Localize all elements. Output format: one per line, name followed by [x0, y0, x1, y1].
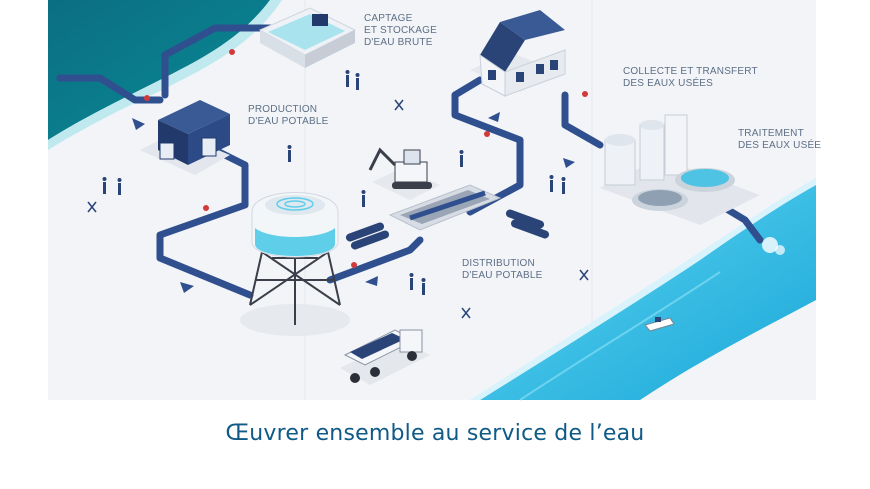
- work-barriers: [87, 99, 589, 319]
- river: [470, 178, 816, 401]
- water-tower: [240, 192, 350, 336]
- tanker-truck: [340, 329, 430, 385]
- distribution-trench: [388, 184, 502, 231]
- house: [470, 10, 566, 97]
- label-traitement: TRAITEMENT DES EAUX USÉE: [738, 128, 822, 151]
- pipe-network: [56, 24, 764, 299]
- excavator: [368, 147, 440, 200]
- flow-arrows: [132, 112, 575, 293]
- sea: [48, 0, 282, 150]
- label-collecte: COLLECTE ET TRANSFERT DES EAUX USÉES: [623, 66, 758, 89]
- label-production: PRODUCTION D'EAU POTABLE: [248, 104, 329, 127]
- boat: [644, 317, 675, 332]
- pipe-stacks: [345, 209, 550, 250]
- raw-water-storage: [258, 7, 357, 68]
- people: [102, 70, 566, 295]
- label-distribution: DISTRIBUTION D'EAU POTABLE: [462, 258, 543, 281]
- label-captage: CAPTAGE ET STOCKAGE D'EAU BRUTE: [364, 13, 437, 48]
- production-plant: [140, 100, 230, 175]
- outfall: [762, 237, 785, 255]
- pipe-valves: [144, 49, 588, 268]
- treatment-plant: [600, 114, 760, 225]
- caption: Œuvrer ensemble au service de l’eau: [225, 421, 645, 446]
